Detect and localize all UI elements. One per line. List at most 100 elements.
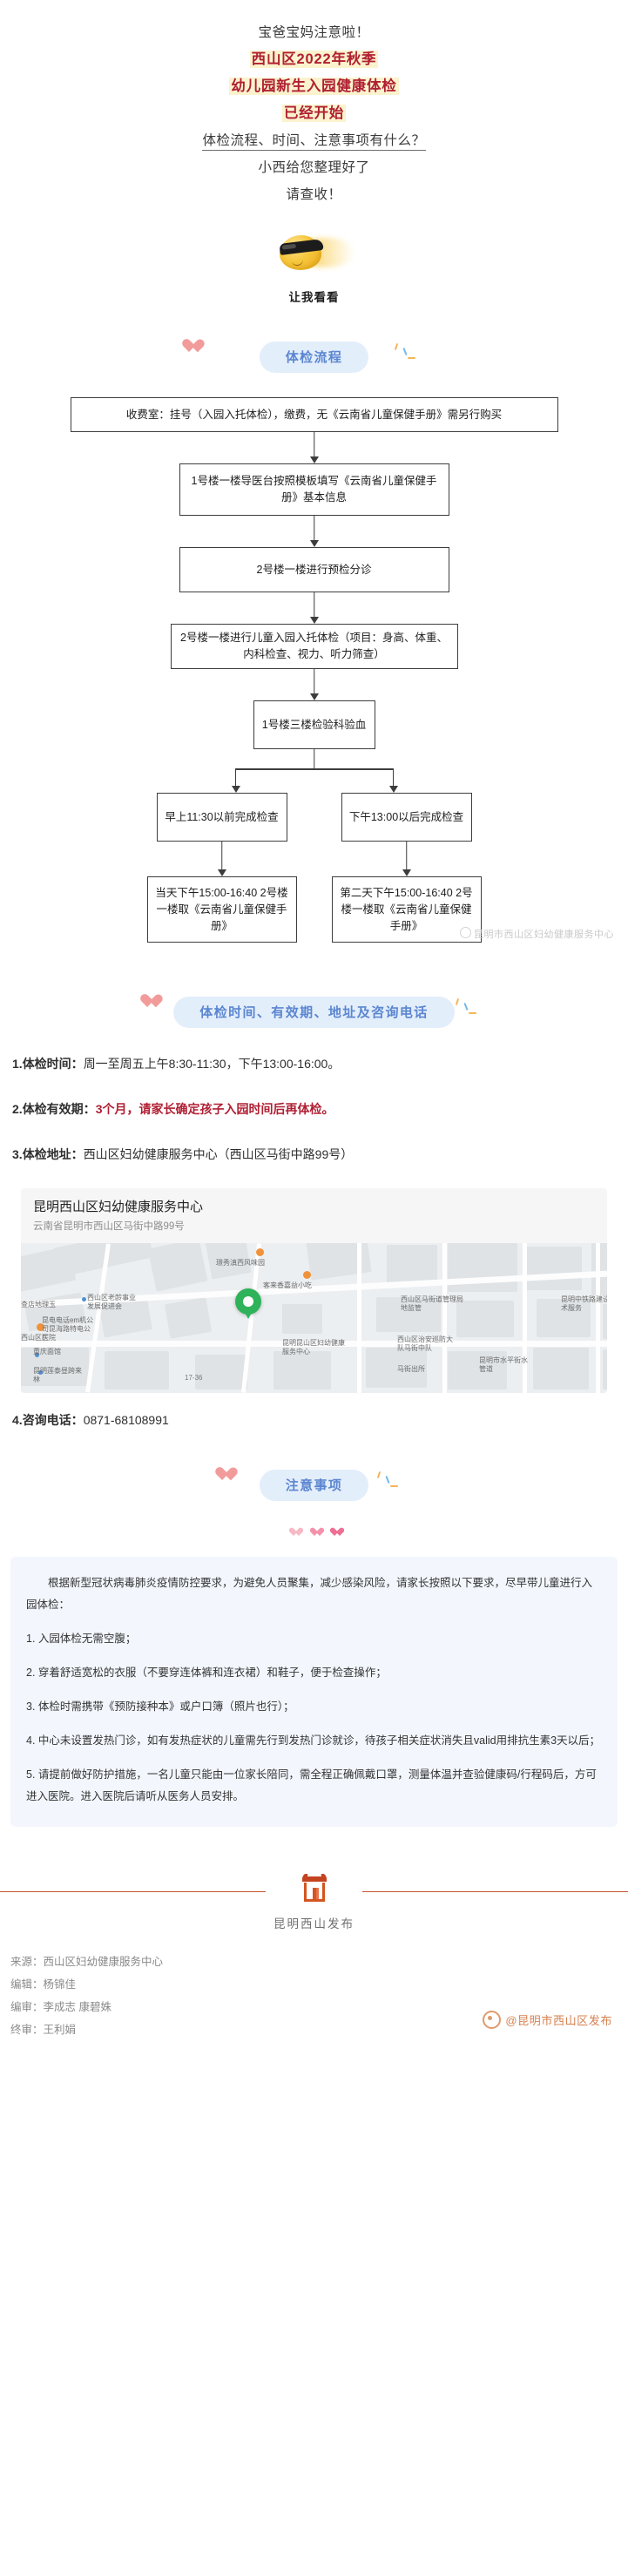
watermark-logo-icon xyxy=(460,927,471,938)
notice-item-2: 2. 穿着舒适宽松的衣服（不要穿连体裤和连衣裙）和鞋子，便于检查操作； xyxy=(26,1667,387,1679)
intro-line-1: 宝爸宝妈注意啦！ xyxy=(258,25,370,40)
map-poi-icon xyxy=(82,1297,86,1302)
info-list: 1.体检时间：周一至周五上午8:30-11:30，下午13:00-16:00。 … xyxy=(0,1052,628,1431)
info-item-4-value: 0871-68108991 xyxy=(83,1413,169,1427)
intro-line-3-text: 幼儿园新生入园健康体检 xyxy=(229,78,399,95)
map-card-address: 云南省昆明市西山区马街中路99号 xyxy=(33,1221,185,1232)
sparkle-icon xyxy=(376,1470,399,1491)
info-item-1: 1.体检时间：周一至周五上午8:30-11:30，下午13:00-16:00。 xyxy=(12,1052,616,1075)
map-label: 西山区马街道管理局地监管 xyxy=(401,1295,463,1312)
flow-connector-right xyxy=(332,842,482,876)
notice-item-5: 5. 请提前做好防护措施，一名儿童只能由一位家长陪同，需全程正确佩戴口罩，测量体… xyxy=(26,1768,597,1802)
weibo-handle: @昆明市西山区发布 xyxy=(505,2014,612,2027)
flow-branch-right: 下午13:00以后完成检查 第二天下午15:00-16:40 2号楼一楼取《云南… xyxy=(331,793,482,943)
flow-step-4: 2号楼一楼进行儿童入园入托体检（项目：身高、体重、内科检查、视力、听力筛查） xyxy=(170,624,458,669)
section-header-info: 体检时间、有效期、地址及咨询电话 xyxy=(0,997,628,1031)
flow-branch-split xyxy=(0,749,628,793)
info-item-1-value: 周一至周五上午8:30-11:30，下午13:00-16:00。 xyxy=(83,1057,341,1071)
map-label: 马街出所 xyxy=(397,1365,425,1373)
info-item-4-number: 4. xyxy=(12,1413,23,1427)
weibo-watermark: @昆明市西山区发布 xyxy=(483,2011,612,2029)
flow-connector-1 xyxy=(0,432,628,463)
footer-credits: 来源：西山区妇幼健康服务中心 编辑：杨锦佳 编审：李成志 康碧姝 终审：王利娟 xyxy=(10,1951,618,2041)
map-poi-icon xyxy=(38,1370,43,1375)
heart-dots-decoration xyxy=(0,1525,628,1541)
map-label: 西山区医院 xyxy=(21,1334,56,1342)
flow-step-3: 2号楼一楼进行预检分诊 xyxy=(179,547,449,592)
map-label: 昆明昆山区妇幼健康服务中心 xyxy=(282,1339,345,1356)
notice-intro: 根据新型冠状病毒肺炎疫情防控要求，为避免人员聚集，减少感染风险，请家长按照以下要… xyxy=(26,1577,593,1611)
intro-block: 宝爸宝妈注意啦！ 西山区2022年秋季 幼儿园新生入园健康体检 已经开始 体检流… xyxy=(0,0,628,208)
flow-step-2: 1号楼一楼导医台按照模板填写《云南省儿童保健手册》基本信息 xyxy=(179,463,449,516)
heart-icon xyxy=(181,340,197,354)
heart-dot-icon xyxy=(329,1528,339,1537)
sunglasses-face-sticker-icon xyxy=(274,231,355,281)
flow-connector-4 xyxy=(0,669,628,700)
info-item-2: 2.体检有效期：3个月，请家长确定孩子入园时间后再体检。 xyxy=(12,1098,616,1120)
heart-dot-icon xyxy=(289,1528,299,1537)
credit-reviewer: 编审：李成志 康碧姝 xyxy=(10,2001,111,2013)
heart-dot-icon xyxy=(309,1528,319,1537)
heart-icon xyxy=(214,1468,230,1482)
sticker-caption: 让我看看 xyxy=(288,291,340,304)
flow-branch-left-condition: 早上11:30以前完成检查 xyxy=(156,793,287,842)
intro-line-2-text: 西山区2022年秋季 xyxy=(249,51,379,68)
map-poi-icon xyxy=(303,1271,311,1279)
footer-brand: 昆明西山发布 xyxy=(0,1872,628,1933)
footer-divider-right xyxy=(362,1891,628,1893)
info-item-3: 3.体检地址：西山区妇幼健康服务中心（西山区马街中路99号） xyxy=(12,1143,616,1166)
intro-line-5: 体检流程、时间、注意事项有什么？ xyxy=(35,127,593,154)
intro-line-3: 幼儿园新生入园健康体检 xyxy=(35,73,593,100)
info-item-3-value: 西山区妇幼健康服务中心（西山区马街中路99号） xyxy=(83,1147,354,1161)
notice-item-3: 3. 体检时需携带《预防接种本》或户口簿（照片也行）； xyxy=(26,1700,294,1713)
flow-branch-row: 早上11:30以前完成检查 当天下午15:00-16:40 2号楼一楼取《云南省… xyxy=(0,793,628,943)
credit-final-reviewer: 终审：王利娟 xyxy=(10,2024,77,2036)
intro-line-5-text: 体检流程、时间、注意事项有什么？ xyxy=(202,133,426,151)
section-title-notice: 注意事项 xyxy=(259,1470,369,1501)
map-poi-icon xyxy=(37,1323,44,1331)
map-canvas[interactable]: 璟秀滇西风味园 客来香嘉益小吃 西山区老龄事业发展促进会 昆电电话em机公司昆海… xyxy=(21,1243,607,1393)
watermark-text: 昆明市西山区妇幼健康服务中心 xyxy=(474,930,614,940)
map-poi-icon xyxy=(256,1248,264,1256)
exam-flowchart: 收费室：挂号（入园入托体检），缴费，无《云南省儿童保健手册》需另行购买 1号楼一… xyxy=(0,397,628,948)
flow-branch-right-condition: 下午13:00以后完成检查 xyxy=(341,793,472,842)
map-label: 昆电电话em机公司昆海路特电公厂 xyxy=(42,1316,94,1342)
flow-step-5: 1号楼三楼检验科验血 xyxy=(253,700,375,749)
flow-connector-left xyxy=(147,842,297,876)
map-label: 璟秀滇西风味园 xyxy=(216,1259,265,1267)
info-item-3-label: 体检地址： xyxy=(22,1147,84,1161)
intro-line-4: 已经开始 xyxy=(35,100,593,127)
footer-divider-left xyxy=(0,1891,266,1893)
flow-branch-left: 早上11:30以前完成检查 当天下午15:00-16:40 2号楼一楼取《云南省… xyxy=(146,793,297,943)
info-item-4-label: 咨询电话： xyxy=(22,1413,84,1427)
footer-brand-name: 昆明西山发布 xyxy=(273,1917,355,1930)
info-item-1-label: 体检时间： xyxy=(22,1057,84,1071)
map-scale-label: 17-36 xyxy=(185,1374,203,1382)
location-pin-icon[interactable] xyxy=(235,1288,261,1319)
map-label: 昆明市水平街水管道 xyxy=(479,1356,528,1373)
flow-connector-2 xyxy=(0,516,628,547)
article-page: 宝爸宝妈注意啦！ 西山区2022年秋季 幼儿园新生入园健康体检 已经开始 体检流… xyxy=(0,0,628,2041)
sticker-block: 让我看看 xyxy=(0,231,628,305)
map-label: 西山区老龄事业发展促进会 xyxy=(87,1294,136,1310)
flow-branch-right-result: 第二天下午15:00-16:40 2号楼一楼取《云南省儿童保健手册》 xyxy=(331,876,482,943)
info-item-2-label: 体检有效期： xyxy=(22,1102,96,1116)
info-item-2-number: 2. xyxy=(12,1102,23,1116)
intro-line-4-text: 已经开始 xyxy=(281,105,347,122)
info-item-3-number: 3. xyxy=(12,1147,23,1161)
map-card-header: 昆明西山区妇幼健康服务中心 云南省昆明市西山区马街中路99号 xyxy=(21,1188,607,1243)
info-item-1-number: 1. xyxy=(12,1057,23,1071)
map-card[interactable]: 昆明西山区妇幼健康服务中心 云南省昆明市西山区马街中路99号 xyxy=(21,1188,607,1393)
intro-line-7: 请查收！ xyxy=(286,187,342,202)
flowchart-watermark: 昆明市西山区妇幼健康服务中心 xyxy=(460,927,614,941)
section-title-flow: 体检流程 xyxy=(259,341,369,373)
map-card-title: 昆明西山区妇幼健康服务中心 xyxy=(33,1200,204,1214)
section-header-notice: 注意事项 xyxy=(0,1470,628,1504)
map-label: 西山区治安巡防大队马街中队 xyxy=(397,1335,453,1352)
section-header-flow: 体检流程 xyxy=(0,341,628,376)
intro-line-2: 西山区2022年秋季 xyxy=(35,46,593,73)
flow-connector-3 xyxy=(0,592,628,624)
credit-source: 来源：西山区妇幼健康服务中心 xyxy=(10,1956,164,1968)
map-poi-icon xyxy=(35,1353,39,1357)
info-item-2-highlight: 3个月，请家长确定孩子入园时间后再体检。 xyxy=(95,1102,334,1116)
